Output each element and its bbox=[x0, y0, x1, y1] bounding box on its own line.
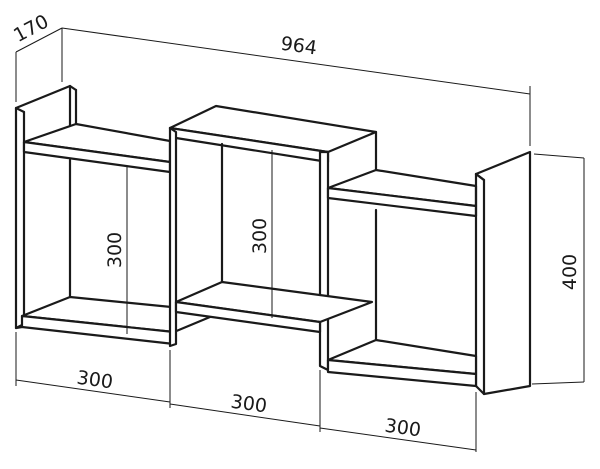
right-bottom-shelf-front bbox=[326, 358, 478, 388]
depth-label: 170 bbox=[10, 10, 52, 46]
left-section-width-label: 300 bbox=[75, 367, 114, 394]
shelf-unit bbox=[14, 84, 532, 396]
middle-section-height-label: 300 bbox=[249, 218, 271, 254]
right-section-width-label: 300 bbox=[383, 415, 422, 442]
middle-right-divider bbox=[318, 150, 330, 372]
middle-left-divider bbox=[168, 126, 178, 348]
left-section-height-label: 300 bbox=[104, 232, 126, 268]
middle-section bbox=[168, 104, 378, 372]
overall-width-label: 964 bbox=[279, 33, 318, 60]
right-section bbox=[326, 150, 532, 396]
overall-height-label: 400 bbox=[559, 254, 581, 290]
middle-section-width-label: 300 bbox=[229, 391, 268, 418]
right-side-panel bbox=[474, 150, 532, 396]
dimension-lines bbox=[15, 27, 585, 452]
